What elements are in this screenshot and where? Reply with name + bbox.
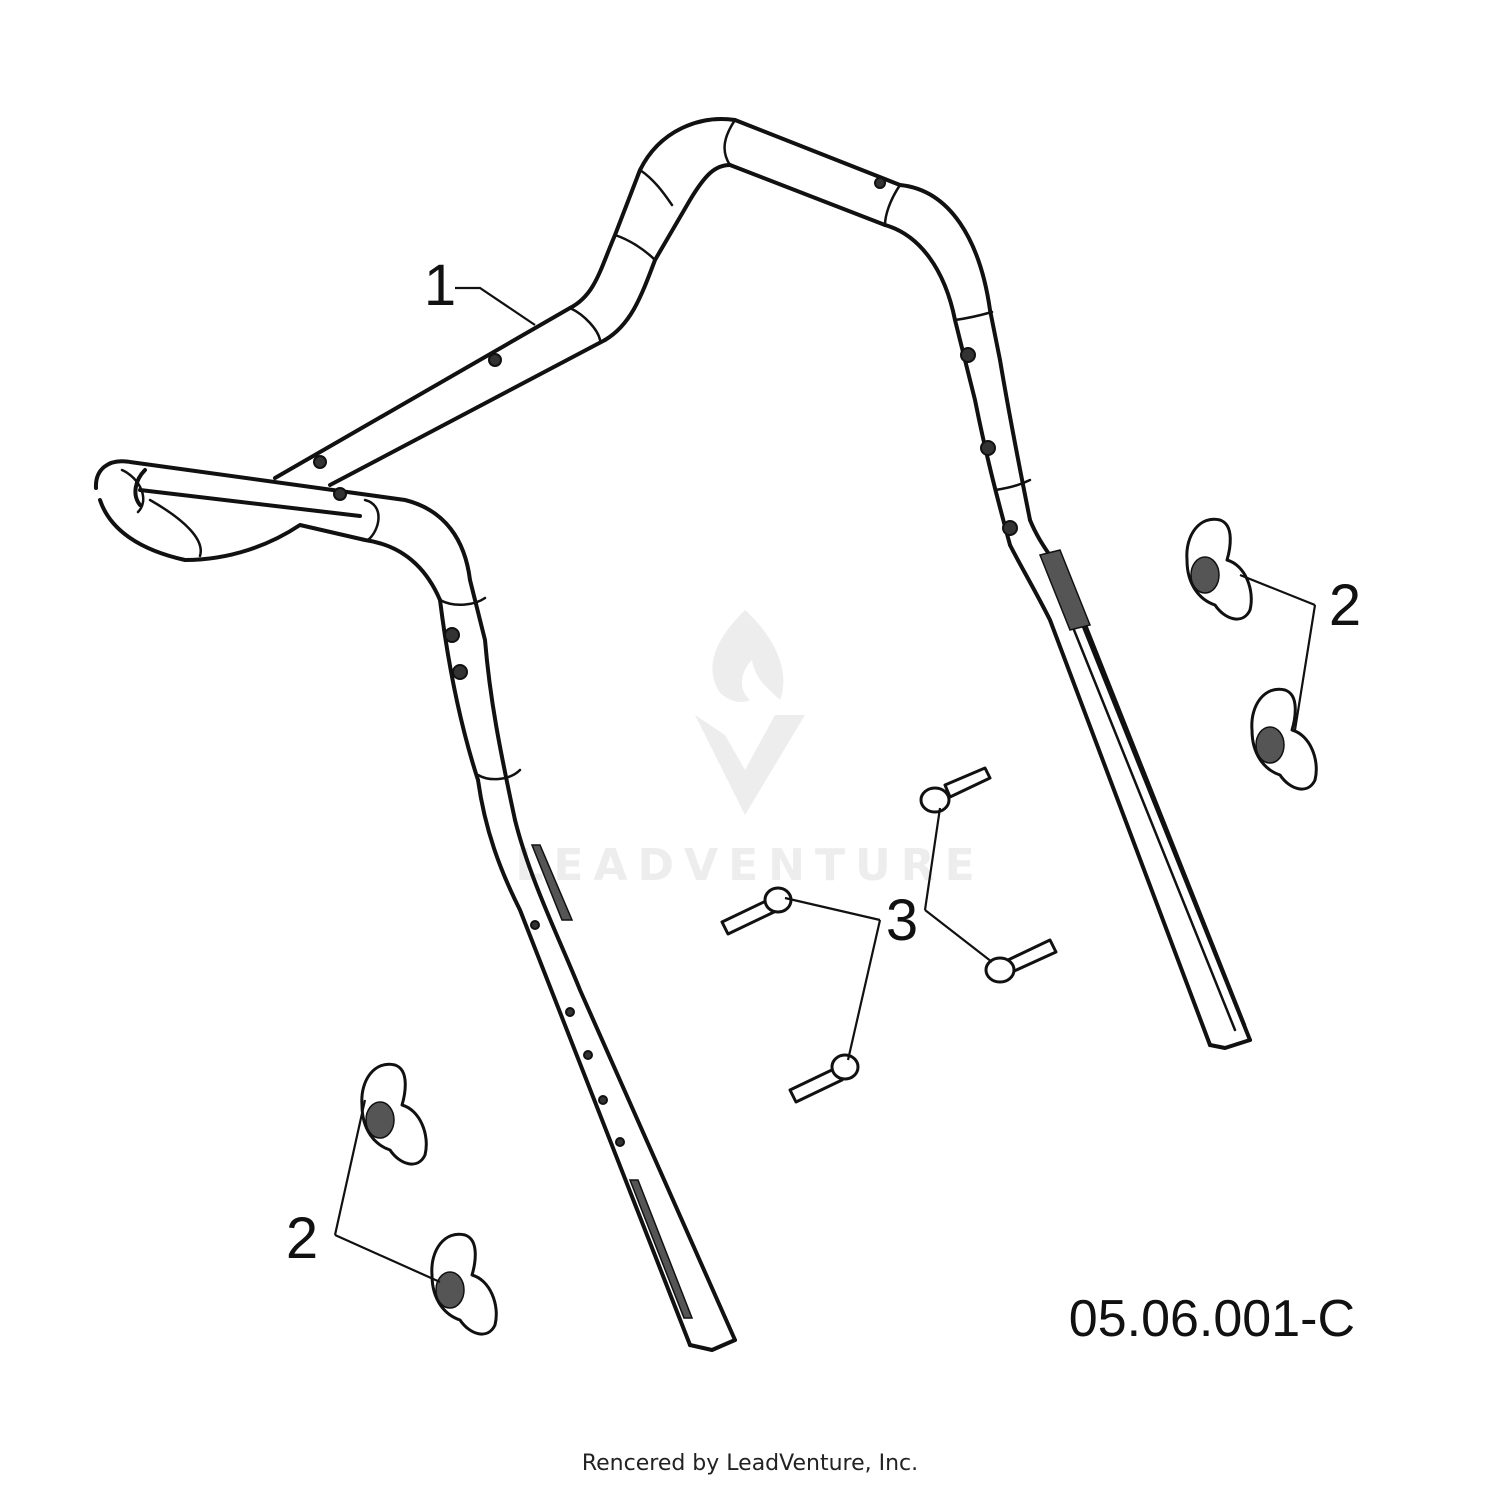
watermark-text: LEADVENTURE [515, 840, 984, 891]
knob-lower-left [430, 1232, 498, 1336]
leader-lines [333, 286, 1317, 1284]
hole [980, 440, 996, 456]
footer-credit: Rencered by LeadVenture, Inc. [582, 1451, 918, 1476]
hole [960, 347, 976, 363]
bolt-top [919, 766, 992, 814]
hole [333, 487, 347, 501]
bolt-bottom [788, 1053, 860, 1104]
hole [615, 1137, 625, 1147]
callout-knob-right: 2 [1329, 573, 1361, 638]
hole [598, 1095, 608, 1105]
bolt-right [984, 938, 1058, 984]
drawing-code: 05.06.001-C [1069, 1290, 1355, 1348]
adjust-slot [1038, 549, 1092, 631]
hole [530, 920, 540, 930]
watermark: LEADVENTURE [515, 610, 984, 891]
watermark-v-icon [695, 715, 805, 815]
hole [1002, 520, 1018, 536]
adjust-slot [628, 1179, 694, 1319]
adjust-slot [530, 844, 574, 921]
knob-upper-right [1185, 517, 1253, 621]
hole [583, 1050, 593, 1060]
hole [444, 627, 460, 643]
hole [565, 1007, 575, 1017]
callout-knob-left: 2 [286, 1206, 318, 1271]
handle-frame [93, 117, 1252, 1352]
hole [488, 353, 502, 367]
callout-handle: 1 [424, 253, 456, 318]
watermark-flame-icon [712, 610, 784, 702]
hole [874, 177, 886, 189]
knob-lower-right [1250, 687, 1318, 791]
knob-upper-left [360, 1062, 428, 1166]
callout-bolts: 3 [886, 888, 918, 953]
hole [313, 455, 327, 469]
hole [452, 664, 468, 680]
bolt-left [720, 886, 793, 936]
